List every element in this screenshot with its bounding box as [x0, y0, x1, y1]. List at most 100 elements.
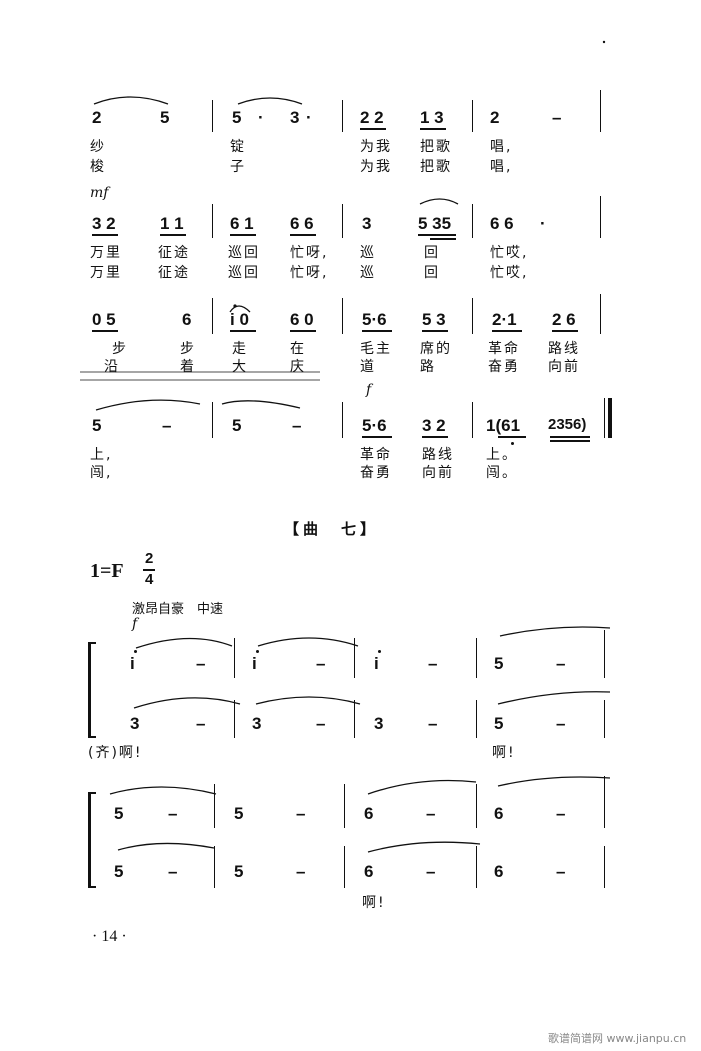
- note: –: [168, 804, 178, 823]
- note: 5: [114, 862, 124, 881]
- system-bracket: [88, 792, 91, 888]
- underline: [230, 234, 256, 236]
- low-dot: [511, 442, 514, 445]
- note: 5 3: [422, 310, 446, 329]
- barline: [604, 700, 605, 738]
- underline: [550, 436, 590, 438]
- dot-mark: [602, 40, 606, 44]
- barline: [354, 700, 355, 738]
- note: 1 1: [160, 214, 184, 233]
- lyric: 啊!: [362, 895, 386, 911]
- note: –: [556, 654, 566, 673]
- lyric: 为我: [360, 159, 392, 175]
- tempo-marking: 激昂自豪 中速: [132, 602, 224, 617]
- underline: [492, 330, 522, 332]
- lyric: 在: [290, 341, 306, 357]
- lyric: 路线: [422, 447, 454, 463]
- lyric: 万里: [90, 265, 122, 281]
- lyric: 子: [230, 159, 246, 175]
- lyric: 万里: [90, 245, 122, 261]
- tie: [257, 637, 359, 647]
- final-barline-thin: [604, 398, 605, 438]
- dynamic-mark: f: [132, 616, 138, 632]
- tie: [95, 399, 201, 411]
- barline: [212, 204, 213, 238]
- note: 3 2: [422, 416, 446, 435]
- note: 1 3: [420, 108, 444, 127]
- underline: [290, 330, 316, 332]
- note: i: [374, 654, 379, 673]
- bracket-cap: [88, 642, 96, 644]
- tie: [117, 842, 215, 851]
- barline: [476, 638, 477, 678]
- tie: [499, 626, 611, 637]
- lyric: 巡: [360, 245, 376, 261]
- note: 2·1: [492, 310, 517, 329]
- note: –: [426, 804, 436, 823]
- note: ·: [258, 108, 264, 127]
- lyric: 忙呀,: [290, 265, 329, 281]
- underline: [420, 128, 446, 130]
- barline: [212, 100, 213, 132]
- note: 5: [234, 804, 244, 823]
- note: –: [428, 714, 438, 733]
- lyric: 巡回: [228, 245, 260, 261]
- lyric: 巡: [360, 265, 376, 281]
- underline: [92, 234, 118, 236]
- lyric: 把歌: [420, 159, 452, 175]
- underline: [418, 234, 456, 236]
- lyric: 庆: [290, 359, 306, 375]
- barline: [600, 196, 601, 238]
- barline: [472, 402, 473, 438]
- note: –: [292, 416, 302, 435]
- underline: [430, 238, 456, 240]
- bracket-cap: [88, 792, 96, 794]
- note: 5: [234, 862, 244, 881]
- barline: [604, 630, 605, 678]
- system-bracket: [88, 642, 91, 738]
- lyric: 革命: [488, 341, 520, 357]
- lyric: 回: [424, 265, 440, 281]
- lyric: 道: [360, 359, 376, 375]
- lyric: 锭: [230, 139, 246, 155]
- note: 5: [232, 416, 242, 435]
- note: 5: [114, 804, 124, 823]
- lyric: 路: [420, 359, 436, 375]
- note: 6: [364, 804, 374, 823]
- underline: [362, 330, 392, 332]
- note: 3: [130, 714, 140, 733]
- time-signature-top: 2: [145, 550, 154, 567]
- underline: [422, 436, 448, 438]
- underline: [92, 330, 118, 332]
- note: 6 1: [230, 214, 254, 233]
- lyric: 征途: [158, 265, 190, 281]
- note: 6: [494, 804, 504, 823]
- lyric: 奋勇: [488, 359, 520, 375]
- lyric: 把歌: [420, 139, 452, 155]
- note: i 0: [230, 310, 249, 329]
- note: –: [196, 714, 206, 733]
- note: 6 6: [290, 214, 314, 233]
- barline: [472, 100, 473, 132]
- lyric: 步: [180, 341, 196, 357]
- barline: [604, 846, 605, 888]
- barline: [342, 204, 343, 238]
- lyric: 步: [112, 341, 128, 357]
- barline: [354, 638, 355, 678]
- barline: [472, 298, 473, 334]
- lyric: 闯。: [486, 465, 518, 481]
- barline: [234, 638, 235, 678]
- note: 3: [362, 214, 372, 233]
- barline: [600, 294, 601, 334]
- tie: [109, 786, 217, 795]
- note: –: [556, 714, 566, 733]
- note: 5: [494, 654, 504, 673]
- note: –: [556, 804, 566, 823]
- time-signature-line: [143, 569, 155, 571]
- lyric: 上,: [90, 447, 113, 463]
- note: 3 2: [92, 214, 116, 233]
- underline: [360, 128, 386, 130]
- barline: [600, 90, 601, 132]
- barline: [342, 100, 343, 132]
- barline: [214, 784, 215, 828]
